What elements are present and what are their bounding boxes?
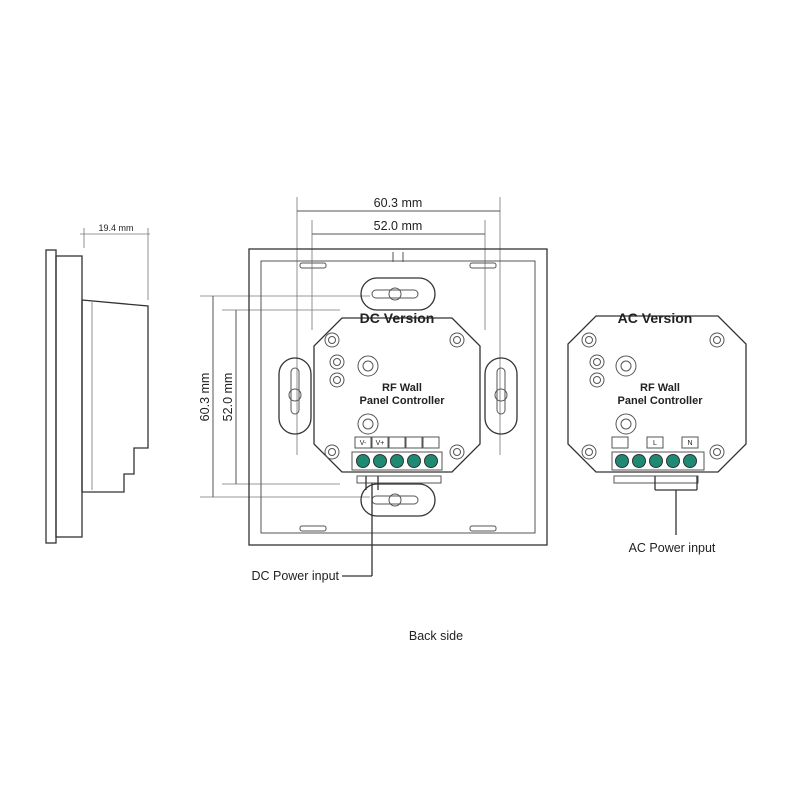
dc-right-mount-slot: [484, 357, 518, 435]
diagram-caption: Back side: [409, 629, 463, 643]
dc-height-outer-label: 60.3 mm: [198, 373, 212, 422]
side-view: 19.4 mm: [45, 223, 150, 544]
ac-terminal-l: L: [653, 440, 657, 447]
dc-module-body: [313, 317, 481, 473]
ac-version-title: AC Version: [618, 310, 693, 326]
dc-top-mount-slot: [360, 277, 436, 311]
dc-product-line2: Panel Controller: [360, 395, 446, 407]
dc-outer-frame: [248, 248, 548, 546]
dc-panel: 60.3 mm 52.0 mm 60.3 mm 52.0 mm: [198, 196, 548, 583]
ac-product-line2: Panel Controller: [618, 395, 704, 407]
dc-version-title: DC Version: [360, 310, 435, 326]
side-front-plate: [45, 249, 57, 544]
ac-terminal-block: [611, 451, 705, 471]
side-back-body: [81, 299, 149, 493]
dc-width-outer-label: 60.3 mm: [374, 196, 423, 210]
ac-module: AC Version RF Wall Panel Controller L N …: [567, 310, 747, 555]
dc-terminal-block: [351, 451, 443, 471]
dc-terminal-v-plus: V+: [376, 440, 385, 447]
dc-height-inner-label: 52.0 mm: [221, 373, 235, 422]
ac-terminal-n: N: [687, 440, 692, 447]
side-depth-label: 19.4 mm: [98, 223, 133, 233]
ac-power-input-label: AC Power input: [629, 541, 716, 555]
ac-module-body: [567, 315, 747, 473]
dc-left-mount-slot: [278, 357, 312, 435]
ac-product-line1: RF Wall: [640, 382, 680, 394]
dc-width-inner-label: 52.0 mm: [374, 219, 423, 233]
dc-product-line1: RF Wall: [382, 382, 422, 394]
dc-terminal-v-minus: V-: [360, 440, 367, 447]
dc-power-input-label: DC Power input: [251, 569, 339, 583]
dc-bottom-mount-slot: [360, 483, 436, 517]
